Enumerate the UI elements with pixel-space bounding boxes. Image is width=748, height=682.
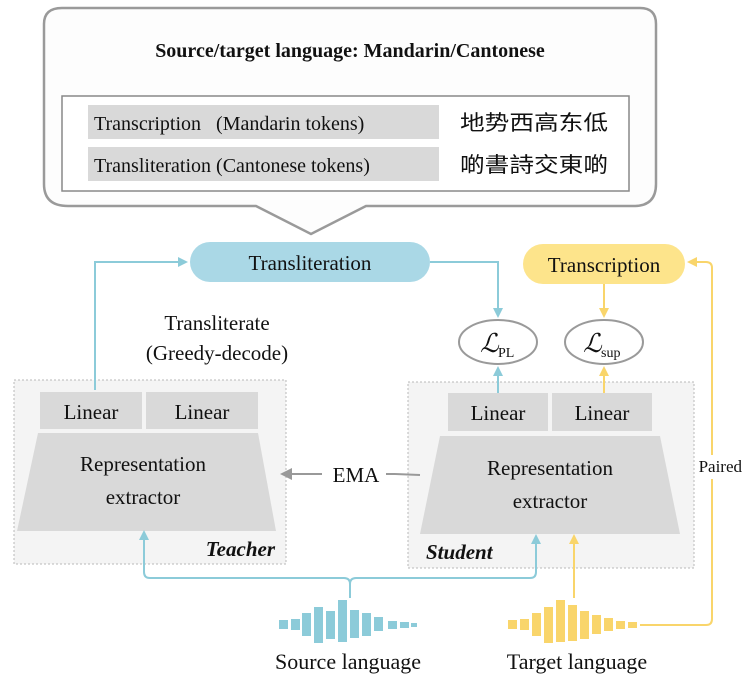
ema-label: EMA [333, 463, 381, 487]
paired-gap [710, 455, 714, 479]
teacher-linear-1-label: Linear [64, 400, 119, 424]
transliteration-label-bg [88, 147, 439, 181]
teacher-linear-1 [40, 392, 142, 429]
source-to-student-arrow [349, 534, 541, 585]
student-linear-1-label: Linear [471, 401, 526, 425]
teacher-linear-2-label: Linear [175, 400, 230, 424]
loss-sup: ℒ sup [564, 319, 644, 365]
loss-sup-subscript: sup [601, 346, 620, 361]
teacher-panel: Linear Linear Representation extractor T… [13, 379, 287, 565]
student-linear-1 [448, 393, 548, 431]
transcription-label-bg [88, 105, 439, 139]
transliterate-label: Transliterate [164, 311, 269, 335]
transcription-row-label: Transcription (Mandarin tokens) [94, 113, 364, 135]
teacher-extractor-line1: Representation [80, 452, 206, 476]
student-linear-2-label: Linear [575, 401, 630, 425]
transliteration-pill: Transliteration [190, 242, 430, 282]
student-extractor-line1: Representation [487, 456, 613, 480]
callout-title: Source/target language: Mandarin/Cantone… [155, 40, 545, 62]
paired-label: Paired [699, 457, 743, 476]
student-label: Student [426, 540, 494, 564]
student-panel: Linear Linear Representation extractor S… [407, 381, 695, 569]
paired-arrow [640, 257, 713, 626]
target-waveform-icon [508, 600, 637, 643]
cantonese-tokens: 啲書詩交東啲 [460, 153, 608, 177]
greedy-decode-label: (Greedy-decode) [146, 341, 288, 365]
teacher-extractor-line2: extractor [106, 485, 181, 509]
teacher-to-transliteration-arrow [94, 257, 188, 390]
teacher-linear-2 [146, 392, 258, 429]
student-extractor-line2: extractor [513, 489, 588, 513]
callout-bubble: Source/target language: Mandarin/Cantone… [42, 6, 658, 236]
yellow-flow [569, 257, 713, 626]
mandarin-tokens: 地势西高东低 [460, 111, 608, 135]
loss-pl-subscript: PL [498, 346, 514, 361]
teacher-extractor [17, 433, 276, 531]
source-language-label: Source language [275, 649, 421, 674]
transliteration-row-label: Transliteration (Cantonese tokens) [94, 155, 370, 177]
target-language-label: Target language [507, 649, 647, 674]
source-waveform-icon [279, 600, 417, 643]
loss-pl-symbol: ℒ [480, 329, 500, 358]
transliteration-to-lpl-arrow [430, 261, 503, 318]
student-linear-2 [552, 393, 652, 431]
transcription-pill-label: Transcription [548, 253, 661, 277]
teacher-label: Teacher [206, 537, 276, 561]
blue-flow [94, 257, 541, 598]
transliteration-pill-label: Transliteration [249, 251, 372, 275]
transcription-pill: Transcription [523, 244, 685, 284]
ema-label-bg [322, 459, 386, 487]
ema-arrow-tail [394, 473, 421, 476]
student-extractor [420, 436, 680, 534]
loss-pl: ℒ PL [458, 319, 538, 365]
loss-sup-symbol: ℒ [583, 329, 603, 358]
